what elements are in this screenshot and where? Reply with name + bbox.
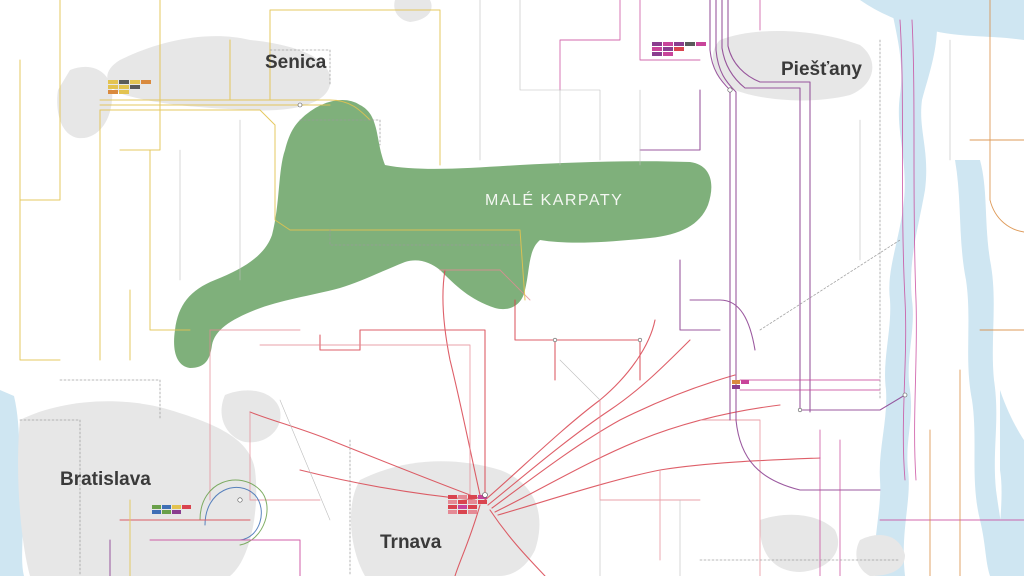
station-marker[interactable] <box>552 337 558 343</box>
city-label-bratislava: Bratislava <box>60 469 151 490</box>
route-badge[interactable] <box>130 80 140 84</box>
city-label-piestany: Piešťany <box>781 59 862 80</box>
route-badge[interactable] <box>468 510 477 514</box>
malacky-urban <box>57 66 113 139</box>
kopcany-urban <box>394 0 432 22</box>
city-label-senica: Senica <box>265 52 327 73</box>
piestany-purple-routes <box>639 0 906 491</box>
east-urban <box>759 514 839 572</box>
vah-river-right <box>955 160 1010 576</box>
route-badges-piestany <box>652 42 706 56</box>
bratislava-routes <box>109 479 301 576</box>
route-badge[interactable] <box>468 500 477 504</box>
route-badge[interactable] <box>732 385 740 389</box>
station-marker[interactable] <box>482 492 488 498</box>
vah-river-bottom-right <box>998 390 1024 576</box>
route-badge[interactable] <box>458 500 467 504</box>
route-badge[interactable] <box>478 495 487 499</box>
east-orange-routes <box>929 0 1024 576</box>
stations <box>237 87 908 503</box>
station-marker[interactable] <box>902 392 908 398</box>
route-badge[interactable] <box>162 505 171 509</box>
route-badge[interactable] <box>152 510 161 514</box>
route-badge[interactable] <box>652 47 662 51</box>
piestany-urban <box>712 30 873 101</box>
piestany-magenta-routes <box>559 0 1024 576</box>
route-badge[interactable] <box>162 510 171 514</box>
route-badge[interactable] <box>674 42 684 46</box>
route-badge[interactable] <box>141 80 151 84</box>
route-badge[interactable] <box>696 42 706 46</box>
route-badge[interactable] <box>458 510 467 514</box>
route-badge[interactable] <box>732 380 740 384</box>
route-badge[interactable] <box>652 42 662 46</box>
route-badge[interactable] <box>685 42 695 46</box>
station-marker[interactable] <box>237 497 243 503</box>
male-karpaty-forest <box>174 100 712 368</box>
route-badge[interactable] <box>468 505 477 509</box>
route-badge[interactable] <box>448 505 457 509</box>
vah-river <box>874 0 938 576</box>
route-badge[interactable] <box>130 85 140 89</box>
route-badge[interactable] <box>152 505 161 509</box>
route-badge[interactable] <box>448 500 457 504</box>
route-badge[interactable] <box>108 90 118 94</box>
route-badge[interactable] <box>448 510 457 514</box>
route-badge[interactable] <box>663 42 673 46</box>
senica-yellow-routes <box>19 0 526 361</box>
route-badge[interactable] <box>448 495 457 499</box>
route-badges-senica <box>108 80 151 94</box>
route-badge[interactable] <box>663 52 673 56</box>
route-badge[interactable] <box>172 505 181 509</box>
station-marker[interactable] <box>797 407 803 413</box>
route-badges-trnava <box>448 495 487 514</box>
route-badge[interactable] <box>458 505 467 509</box>
route-badge[interactable] <box>108 80 118 84</box>
route-badge[interactable] <box>652 52 662 56</box>
top-right-water <box>860 0 1024 40</box>
trnava-urban <box>350 461 540 576</box>
route-badge[interactable] <box>108 85 118 89</box>
route-badge[interactable] <box>478 500 487 504</box>
bratislava-urban <box>18 401 257 576</box>
route-badge[interactable] <box>119 80 129 84</box>
route-badge[interactable] <box>741 380 749 384</box>
route-badge[interactable] <box>182 505 191 509</box>
city-label-trnava: Trnava <box>380 532 442 553</box>
route-badge[interactable] <box>674 47 684 51</box>
route-badges-east <box>732 380 749 389</box>
region-label-male-karpaty: MALÉ KARPATY <box>485 190 623 209</box>
danube-left <box>0 390 24 576</box>
east-urban-2 <box>856 535 905 576</box>
senica-urban <box>107 36 331 111</box>
route-badge[interactable] <box>172 510 181 514</box>
route-badges-bratislava <box>152 505 191 514</box>
local-gray-lines <box>179 0 951 576</box>
route-badge[interactable] <box>119 85 129 89</box>
route-badge[interactable] <box>663 47 673 51</box>
station-marker[interactable] <box>637 337 643 343</box>
dotted-regional-links <box>19 39 901 576</box>
route-badge[interactable] <box>119 90 129 94</box>
mid-urban <box>221 390 281 443</box>
station-marker[interactable] <box>727 87 733 93</box>
station-marker[interactable] <box>297 102 303 108</box>
route-network <box>19 0 1024 576</box>
map-labels: Senica Piešťany Bratislava Trnava MALÉ K… <box>60 52 862 553</box>
route-badge[interactable] <box>458 495 467 499</box>
route-badge[interactable] <box>468 495 477 499</box>
